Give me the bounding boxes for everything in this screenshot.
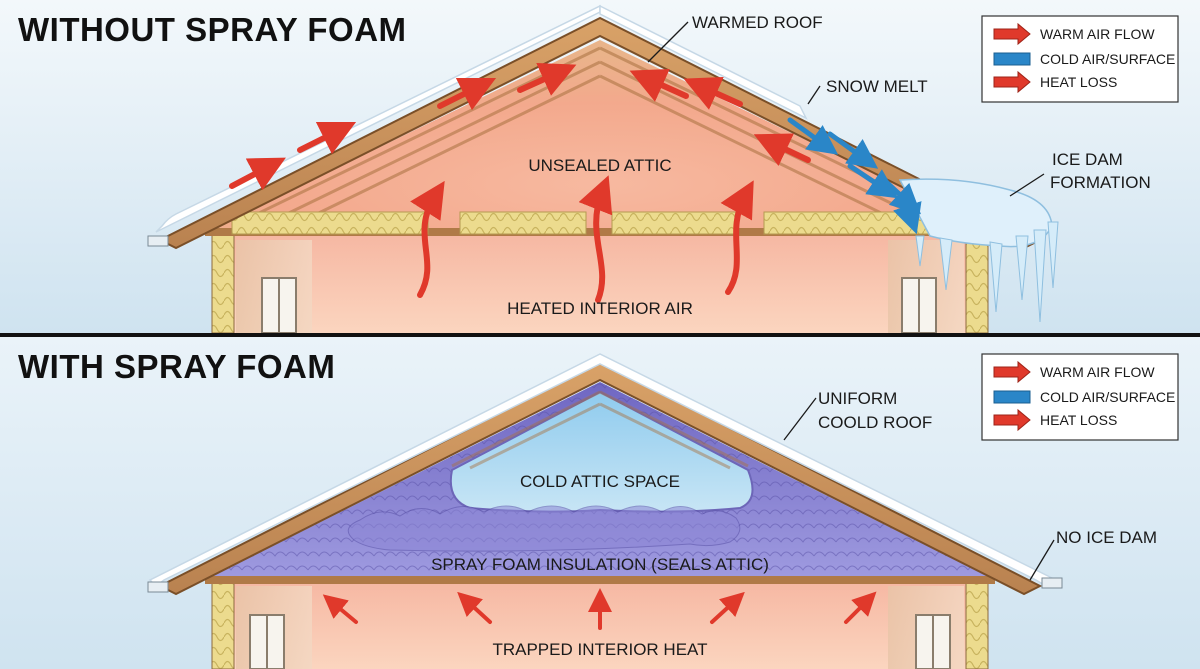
warm-arrow — [683, 76, 743, 110]
warm-arrow — [410, 180, 445, 298]
leader-lines — [647, 21, 1045, 197]
left-wall-insulation — [211, 232, 235, 334]
leader-lines — [783, 397, 1055, 581]
label-uniform-line1: UNIFORM — [818, 389, 897, 408]
legend-label: HEAT LOSS — [1040, 412, 1117, 428]
legend-label: COLD AIR/SURFACE — [1040, 51, 1175, 67]
gutter-left — [147, 581, 169, 593]
panel-divider — [0, 333, 1200, 337]
label-snow-melt: SNOW MELT — [826, 77, 928, 96]
label-ice-dam-line1: ICE DAM — [1052, 150, 1123, 169]
warm-arrow — [844, 591, 877, 624]
legend-label: WARM AIR FLOW — [1040, 364, 1155, 380]
warm-arrow — [578, 175, 613, 303]
label-no-ice-dam: NO ICE DAM — [1056, 528, 1157, 547]
left-wall-insulation — [211, 579, 235, 669]
window-left — [249, 614, 285, 669]
warm-arrow — [629, 68, 689, 102]
gutter-right — [1041, 577, 1063, 589]
warm-air-arrows — [229, 62, 811, 303]
cold-arrow — [847, 163, 899, 199]
blue-bar-icon — [993, 52, 1031, 66]
panel-with-spray-foam: WITH SPRAY FOAM UNIFORM COOLD ROOF COLD … — [0, 337, 1200, 669]
legend-bottom: WARM AIR FLOW COLD AIR/SURFACE HEAT LOSS — [981, 353, 1179, 441]
legend-label: COLD AIR/SURFACE — [1040, 389, 1175, 405]
legend-top: WARM AIR FLOW COLD AIR/SURFACE HEAT LOSS — [981, 15, 1179, 103]
blue-bar-icon — [993, 390, 1031, 404]
unsealed-attic-space — [205, 40, 995, 232]
warm-arrow — [720, 180, 754, 295]
warm-arrow — [710, 591, 745, 624]
red-arrow-icon — [993, 70, 1031, 94]
panel-without-spray-foam: WITHOUT SPRAY FOAM WARMED ROOF SNOW MELT… — [0, 0, 1200, 334]
panel-title-top: WITHOUT SPRAY FOAM — [18, 11, 407, 48]
right-wall-insulation — [965, 579, 989, 669]
snow-right — [599, 4, 808, 120]
cold-arrow — [787, 117, 839, 155]
panel-title-bottom: WITH SPRAY FOAM — [18, 348, 335, 385]
legend-label: WARM AIR FLOW — [1040, 26, 1155, 42]
red-arrow-icon — [993, 408, 1031, 432]
label-unsealed-attic: UNSEALED ATTIC — [528, 156, 671, 175]
window-left — [261, 277, 297, 334]
ice-dam — [898, 178, 1059, 323]
ceiling-joist — [205, 228, 995, 236]
red-arrow-icon — [993, 360, 1031, 384]
red-arrow-icon — [993, 22, 1031, 46]
label-ice-dam-line2: FORMATION — [1050, 173, 1151, 192]
window-right — [915, 614, 951, 669]
label-heated-interior: HEATED INTERIOR AIR — [507, 299, 693, 318]
ceiling-joist — [205, 576, 995, 584]
trapped-heat-arrows — [322, 588, 877, 630]
attic-floor-insulation — [231, 211, 945, 235]
warm-arrow — [437, 77, 497, 111]
right-wall-insulation — [965, 232, 989, 334]
warm-arrow — [229, 157, 286, 191]
foam-puff — [347, 505, 741, 552]
cold-air-arrows — [787, 117, 922, 235]
label-cold-attic: COLD ATTIC SPACE — [520, 472, 680, 491]
window-right — [901, 277, 937, 334]
warm-arrow — [753, 133, 811, 166]
rafters — [451, 390, 749, 470]
legend-label: HEAT LOSS — [1040, 74, 1117, 90]
label-uniform-line2: COOLD ROOF — [818, 413, 932, 432]
label-trapped-heat: TRAPPED INTERIOR HEAT — [492, 640, 707, 659]
warm-arrow — [297, 121, 357, 155]
label-warmed-roof: WARMED ROOF — [692, 13, 823, 32]
cold-arrow — [827, 131, 879, 169]
cold-arrow — [893, 193, 922, 235]
warm-arrow — [322, 594, 358, 624]
gutter-left — [147, 235, 169, 247]
warm-arrow — [457, 591, 492, 624]
label-spray-foam: SPRAY FOAM INSULATION (SEALS ATTIC) — [431, 555, 769, 574]
warm-arrow — [517, 62, 577, 96]
